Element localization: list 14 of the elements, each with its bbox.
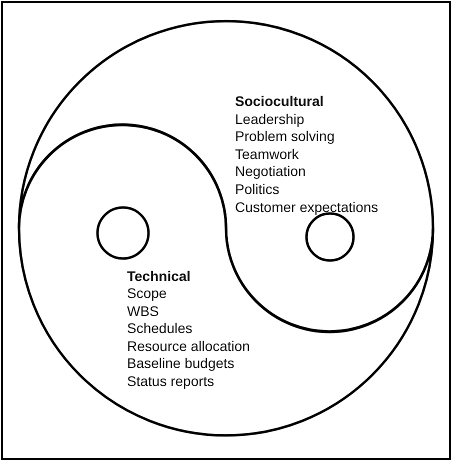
heading: Sociocultural	[235, 93, 325, 111]
list-item: Resource allocation	[127, 338, 250, 356]
list-item: Baseline budgets	[127, 355, 236, 374]
list-item: Customer expectations	[235, 198, 378, 216]
heading: Technical	[127, 268, 192, 286]
list-item: Negotiation	[235, 163, 307, 181]
list-item: Scope	[127, 285, 168, 303]
list-item: Teamwork	[235, 146, 300, 164]
list-item: Schedules	[127, 320, 194, 338]
list-item: Politics	[235, 180, 280, 199]
list-item: Problem solving	[235, 128, 336, 146]
list-item: Status reports	[127, 373, 216, 391]
list-item: WBS	[127, 302, 160, 320]
list-item: Leadership	[235, 110, 306, 128]
